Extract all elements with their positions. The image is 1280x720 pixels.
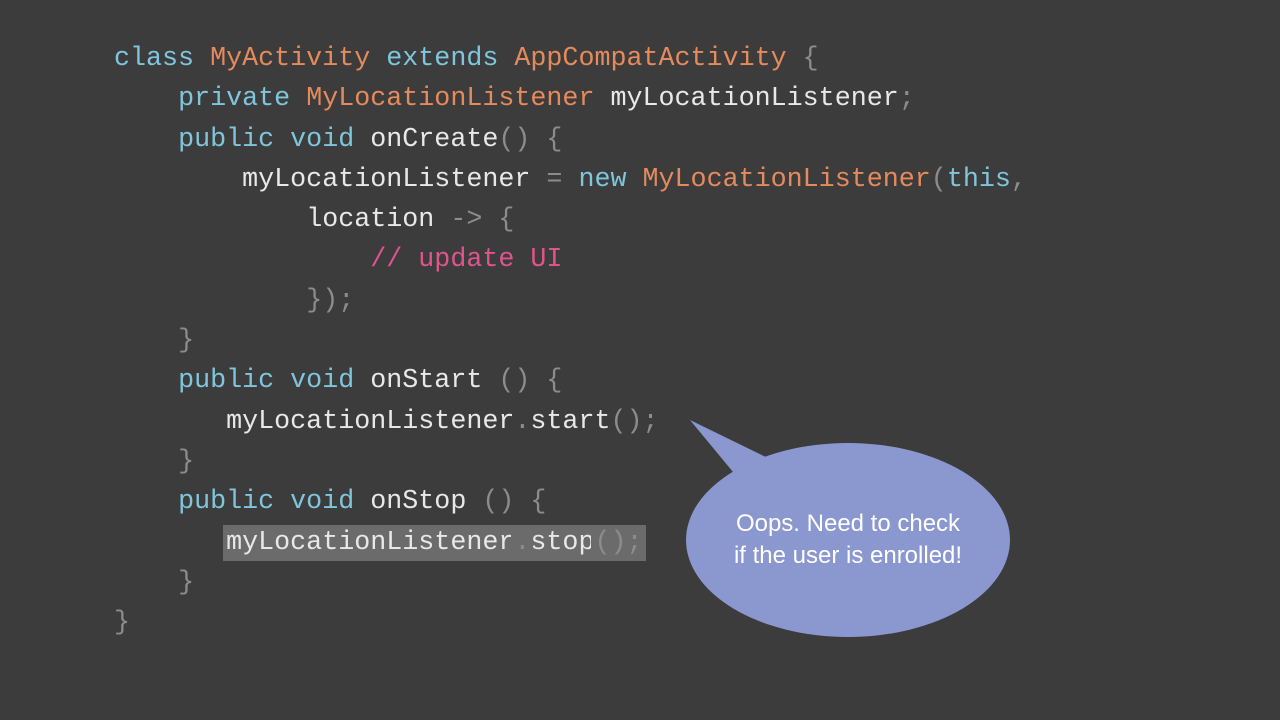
code-line: public void onCreate() { [114, 120, 1027, 160]
code-line: } [114, 442, 1027, 482]
code-token: public [178, 124, 291, 155]
callout-text: Oops. Need to check if the user is enrol… [686, 508, 1010, 572]
code-token: MyLocationListener [642, 164, 931, 195]
code-token: } [178, 567, 195, 598]
code-token: void [290, 124, 371, 155]
code-token: this [946, 164, 1011, 195]
code-line: private MyLocationListener myLocationLis… [114, 79, 1027, 119]
callout-line-1: Oops. Need to check [735, 510, 961, 537]
code-token: = [546, 164, 579, 195]
code-token: () { [498, 366, 563, 397]
code-token: } [178, 446, 195, 477]
code-token: myLocationListener [242, 164, 547, 195]
code-line: myLocationListener.start(); [114, 402, 1027, 442]
code-line: myLocationListener.stop(); [114, 523, 1027, 563]
code-token: stop [527, 524, 598, 561]
callout-line-2: if the user is enrolled! [733, 542, 963, 569]
code-token: ( [930, 164, 947, 195]
code-token: public [178, 487, 291, 518]
code-token: () { [498, 124, 563, 155]
code-token: location [306, 205, 451, 236]
code-line: } [114, 603, 1027, 643]
speech-bubble-body [686, 443, 1010, 637]
code-token: , [1010, 164, 1027, 195]
code-token: extends [386, 44, 515, 74]
code-token: // update UI [370, 245, 563, 276]
code-token: onStop [370, 487, 483, 518]
code-line: // update UI [114, 240, 1027, 280]
code-line: public void onStart () { [114, 361, 1027, 401]
code-token: }); [306, 285, 355, 316]
code-token: myLocationListener [223, 524, 518, 561]
code-line: class MyActivity extends AppCompatActivi… [114, 39, 1027, 79]
code-token: void [290, 366, 371, 397]
code-token: { [802, 44, 819, 74]
code-token: new [578, 164, 643, 195]
code-token: -> { [450, 205, 515, 236]
code-line: }); [114, 281, 1027, 321]
code-token: void [290, 487, 371, 518]
code-token: start [530, 406, 611, 437]
code-token: ; [898, 84, 915, 115]
code-token: myLocationListener [226, 406, 515, 437]
code-line: } [114, 321, 1027, 361]
code-token: MyActivity [210, 44, 387, 74]
code-token: () { [482, 487, 547, 518]
code-token: onCreate [370, 124, 499, 155]
code-token: MyLocationListener [306, 84, 611, 115]
code-listing: class MyActivity extends AppCompatActivi… [114, 39, 1027, 643]
code-token: (); [591, 524, 646, 561]
code-token: } [178, 326, 195, 357]
code-token: (); [610, 406, 659, 437]
code-token: onStart [370, 366, 499, 397]
code-line: myLocationListener = new MyLocationListe… [114, 160, 1027, 200]
code-token: AppCompatActivity [514, 44, 803, 74]
code-token: myLocationListener [610, 84, 899, 115]
code-token: class [114, 44, 211, 74]
code-token: private [178, 84, 307, 115]
code-token: } [114, 608, 131, 639]
code-token: . [511, 524, 534, 561]
code-line: location -> { [114, 200, 1027, 240]
code-line: } [114, 563, 1027, 603]
code-line: public void onStop () { [114, 482, 1027, 522]
code-token: . [514, 406, 531, 437]
code-token: public [178, 366, 291, 397]
